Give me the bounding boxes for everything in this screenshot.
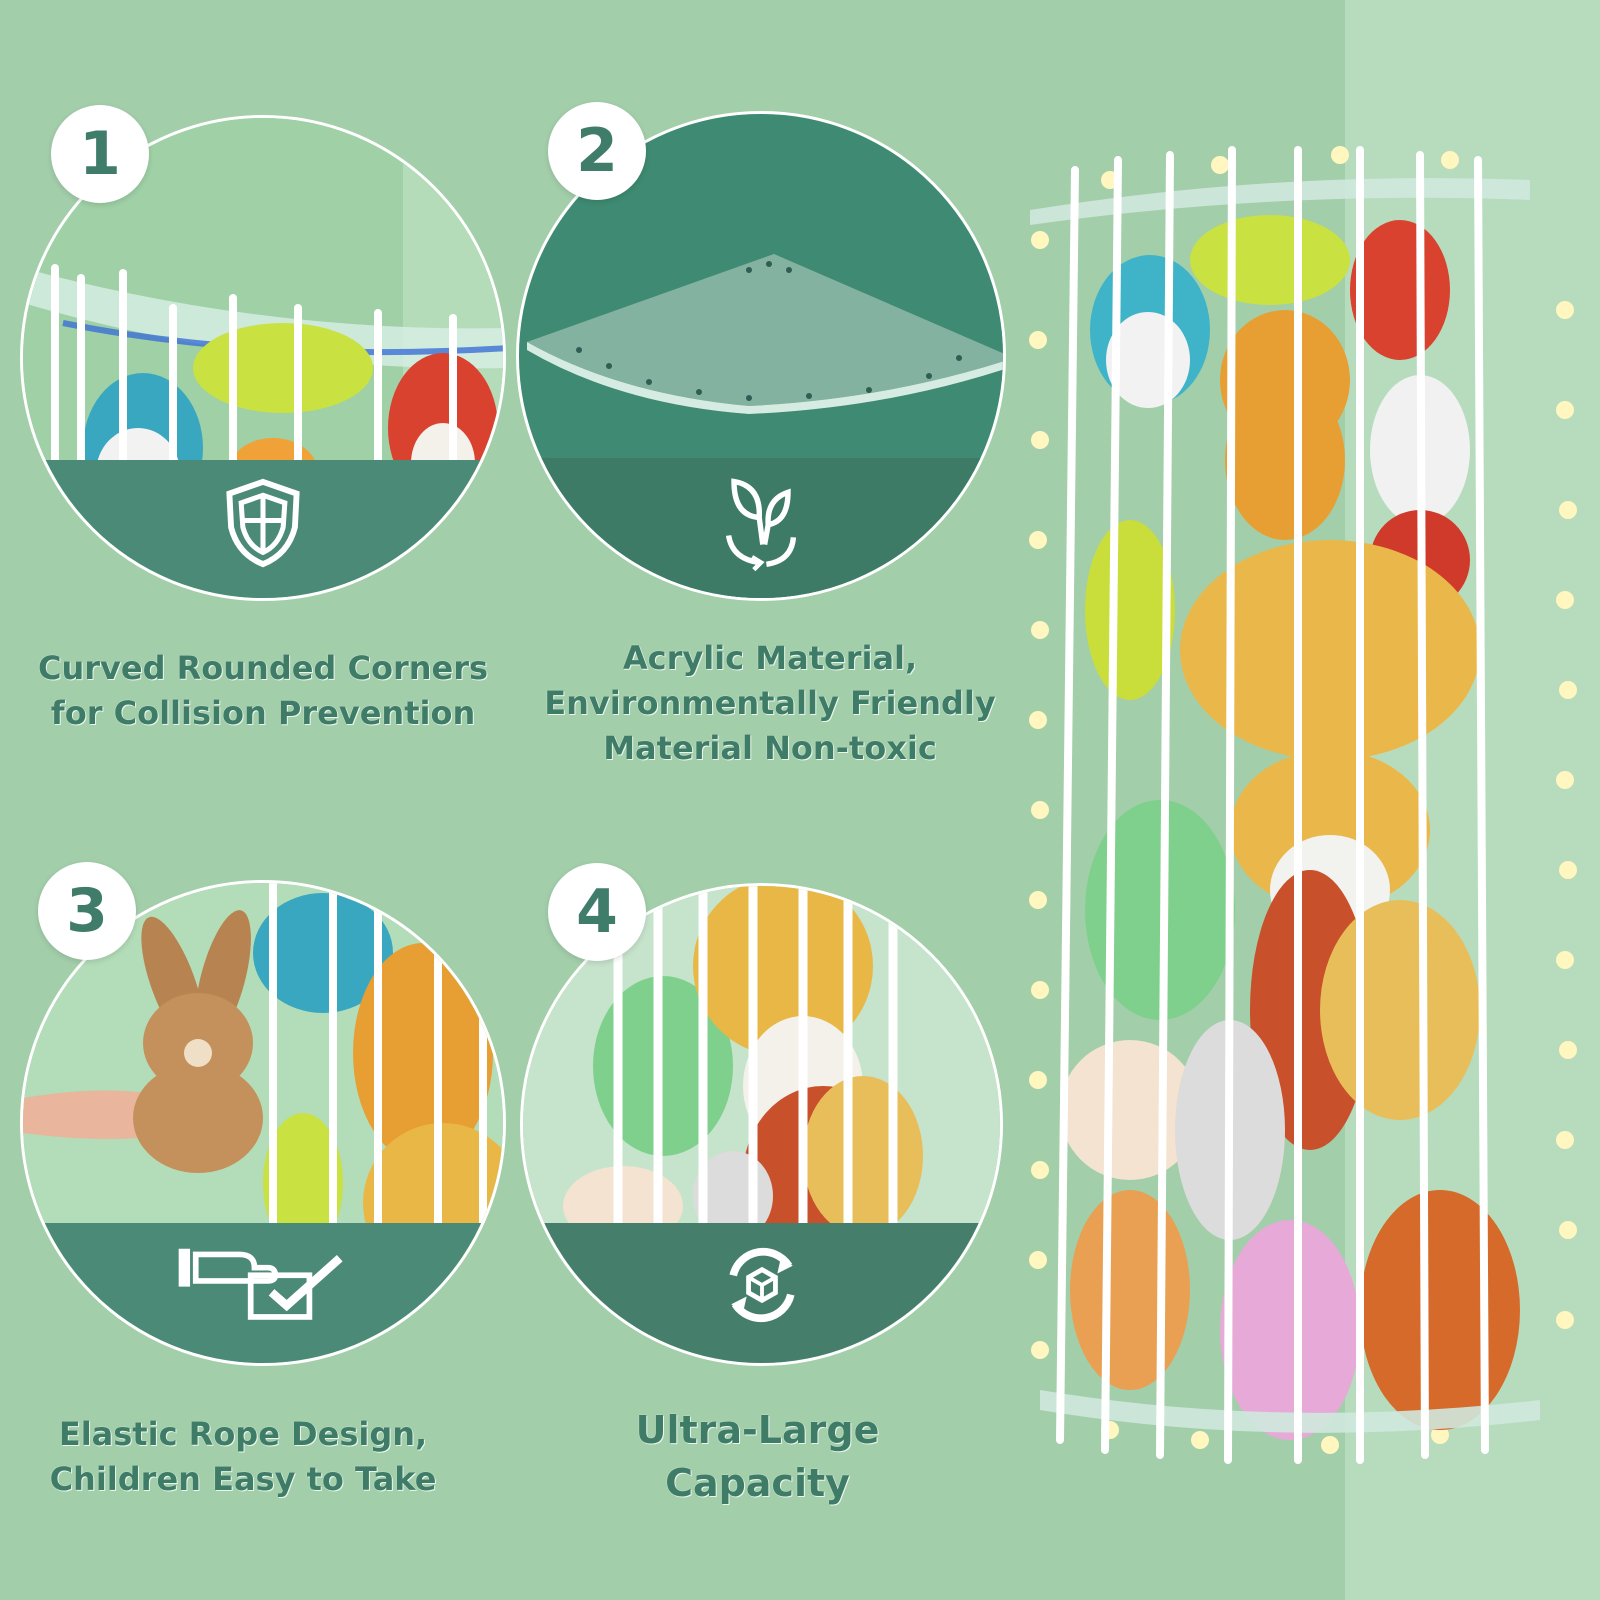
feature-4-caption-line-2: Capacity xyxy=(665,1461,850,1505)
feature-3-caption-line-1: Elastic Rope Design, xyxy=(58,1415,428,1453)
feature-1-caption-line-1: Curved Rounded Corners xyxy=(37,649,489,687)
feature-2-band xyxy=(519,458,1003,598)
feature-1-caption: Curved Rounded Corners for Collision Pre… xyxy=(20,646,506,736)
eco-leaf-recycle-icon xyxy=(725,478,797,572)
feature-4-band xyxy=(523,1223,1000,1363)
feature-4-circle xyxy=(520,883,1003,1366)
feature-3-number: 3 xyxy=(66,876,108,946)
feature-3-number-badge: 3 xyxy=(38,862,136,960)
feature-2-number: 2 xyxy=(576,116,618,186)
feature-4-number-badge: 4 xyxy=(548,863,646,961)
feature-1-number: 1 xyxy=(79,119,121,189)
led-light-strip xyxy=(1029,146,1577,1454)
feature-1-band xyxy=(23,460,503,598)
feature-4-number: 4 xyxy=(576,877,618,947)
feature-4-caption: Ultra-Large Capacity xyxy=(520,1404,995,1510)
shield-icon xyxy=(226,478,300,568)
feature-2-caption: Acrylic Material, Environmentally Friend… xyxy=(520,636,1020,771)
feature-2-caption-line-2: Environmentally Friendly xyxy=(544,684,996,722)
feature-2-caption-line-1: Acrylic Material, xyxy=(622,639,918,677)
feature-1-caption-line-2: for Collision Prevention xyxy=(50,694,476,732)
feature-3-caption: Elastic Rope Design, Children Easy to Ta… xyxy=(0,1412,486,1502)
box-recycle-icon xyxy=(728,1247,795,1323)
feature-3-band xyxy=(23,1223,503,1363)
toy-storage-rack-image xyxy=(1029,146,1577,1464)
feature-2-number-badge: 2 xyxy=(548,102,646,200)
feature-2-circle xyxy=(516,111,1006,601)
feature-3-caption-line-2: Children Easy to Take xyxy=(49,1460,437,1498)
feature-4-caption-line-1: Ultra-Large xyxy=(635,1408,880,1452)
feature-1-number-badge: 1 xyxy=(51,105,149,203)
feature-3-circle xyxy=(20,880,506,1366)
hand-take-check-icon xyxy=(178,1248,343,1320)
feature-2-caption-line-3: Material Non-toxic xyxy=(603,729,937,767)
